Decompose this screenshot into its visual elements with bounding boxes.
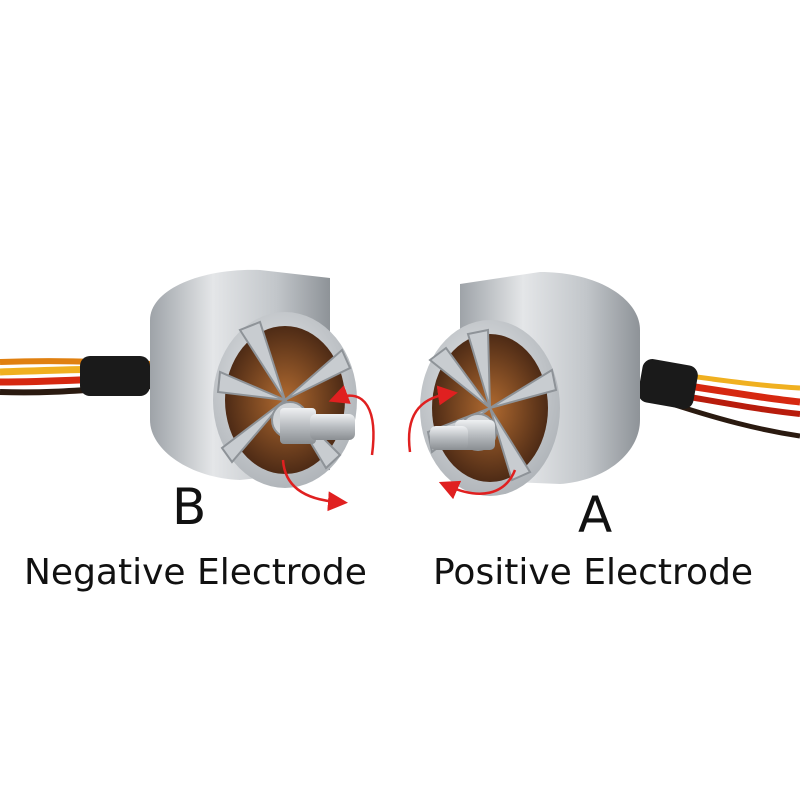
left-rotation-arrow-top	[328, 385, 375, 456]
left-shaft	[310, 414, 355, 440]
right-wires	[638, 359, 800, 439]
left-motor	[150, 269, 375, 512]
left-wires	[0, 356, 151, 396]
left-spokes	[216, 320, 352, 470]
positive-electrode-caption: Positive Electrode	[433, 552, 754, 593]
motor-b-letter: B	[172, 478, 207, 536]
right-rotation-arrow-bottom	[438, 469, 517, 500]
right-rotation-arrow-top	[407, 385, 458, 453]
left-nut	[280, 408, 316, 444]
right-motor	[407, 272, 640, 500]
right-shaft	[430, 426, 468, 450]
left-rotation-arrow-bottom	[281, 459, 348, 512]
negative-electrode-caption: Negative Electrode	[24, 552, 367, 593]
motor-a-letter: A	[578, 486, 613, 544]
